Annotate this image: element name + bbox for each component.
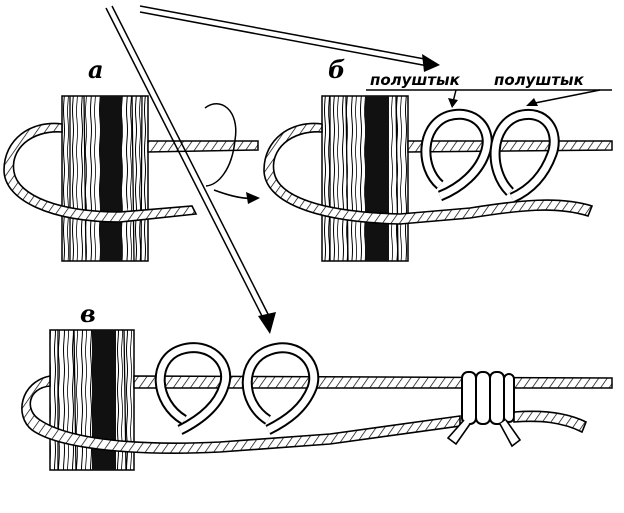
arrow-to-panel-c <box>105 7 265 321</box>
panel-a: а <box>3 55 260 262</box>
panel-a-label: а <box>88 55 104 84</box>
arrow-head-a <box>246 192 260 204</box>
callout-left-text: полуштык <box>370 71 461 89</box>
post-a <box>61 95 149 262</box>
rope-b-loop <box>263 122 594 225</box>
panel-c: в <box>21 299 613 471</box>
rope-c-standing <box>133 375 613 389</box>
seizing <box>446 371 522 448</box>
callout-right-text: полуштык <box>494 71 585 89</box>
rope-a-standing <box>147 140 259 153</box>
callout-right-leader <box>529 89 601 105</box>
overlay-arrows <box>105 5 440 334</box>
panel-c-label: в <box>80 299 96 328</box>
rope-a-loop <box>3 122 198 223</box>
panel-b: б полуштык полуштык <box>263 55 613 262</box>
rope-c-tail <box>513 410 588 434</box>
panel-b-label: б <box>328 55 345 84</box>
rope-b-standing <box>407 140 613 153</box>
rope-c-loop <box>21 375 461 454</box>
post-b <box>321 95 409 262</box>
arrow-to-panel-b <box>139 5 431 61</box>
